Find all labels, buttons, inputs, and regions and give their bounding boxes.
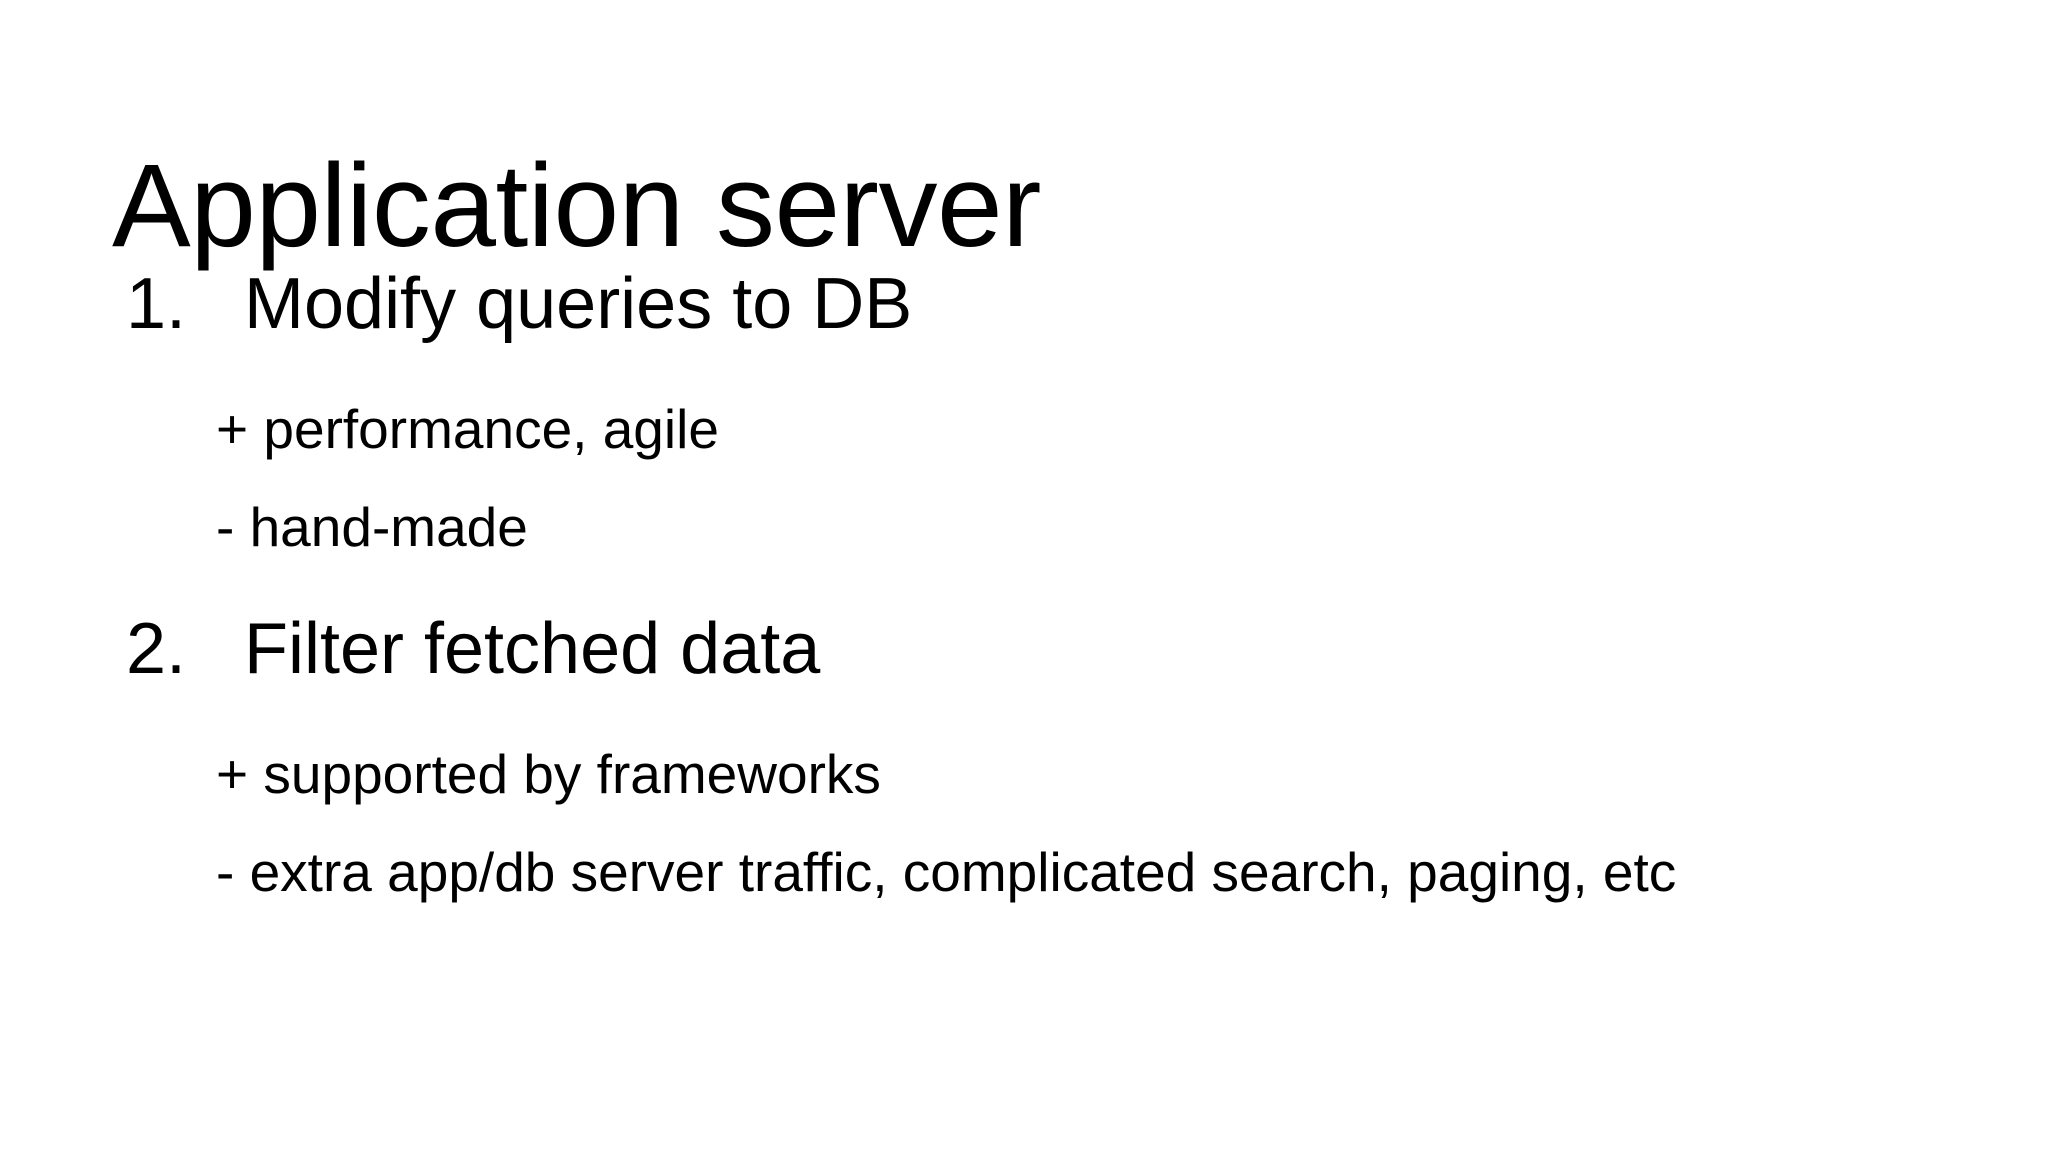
sub-bullet-pro: + supported by frameworks <box>216 743 881 805</box>
list-item-marker: 1. <box>126 264 187 344</box>
list-item-label: Filter fetched data <box>244 609 821 689</box>
page-title: Application server <box>112 140 1041 273</box>
sub-bullet-con: - hand-made <box>216 496 528 558</box>
spacer <box>0 802 2048 845</box>
list-item-marker: 2. <box>126 609 187 689</box>
spacer <box>0 340 2048 402</box>
spacer <box>0 555 2048 613</box>
spacer <box>0 685 2048 747</box>
list-item-label: Modify queries to DB <box>244 264 913 344</box>
sub-bullet-pro: + performance, agile <box>216 398 719 460</box>
spacer <box>0 457 2048 500</box>
list-item: 1. Modify queries to DB <box>0 268 2048 340</box>
list-item: 2. Filter fetched data <box>0 613 2048 685</box>
slide-body-list: 1. Modify queries to DB + performance, a… <box>0 268 2048 900</box>
sub-bullet-con: - extra app/db server traffic, complicat… <box>216 841 1677 903</box>
